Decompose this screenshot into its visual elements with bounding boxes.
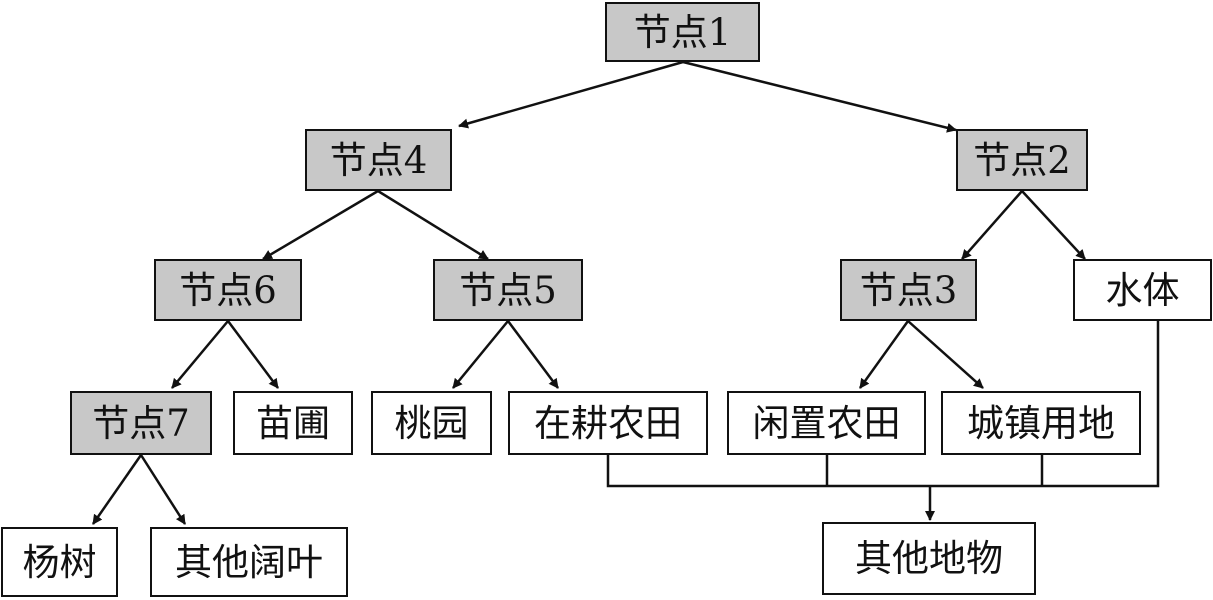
node-water: 水体 [1073,259,1212,321]
node-other: 其他地物 [822,522,1036,595]
node-6: 节点6 [154,259,302,321]
edge-n4-n6 [262,189,379,261]
node-4: 节点4 [305,129,452,191]
node-cultivated: 在耕农田 [508,391,708,455]
edge-n3-idle [858,320,910,389]
edge-n7-broadleaf [139,454,187,525]
node-2: 节点2 [956,129,1088,191]
edge-n2-n3 [961,190,1023,260]
node-idle: 闲置农田 [727,391,926,455]
edge-n2-water [1021,190,1086,260]
connector-merge [606,319,1160,488]
edge-n5-peach [452,320,509,389]
edge-n6-n7 [171,320,229,389]
edge-n6-nursery [226,320,280,389]
edge-n3-urban [907,320,984,389]
node-1: 节点1 [605,2,760,62]
node-nursery: 苗圃 [233,391,353,455]
node-5: 节点5 [433,259,583,321]
node-poplar: 杨树 [1,527,118,597]
node-urban: 城镇用地 [941,391,1141,455]
edge-n5-cultivated [506,320,560,389]
node-7: 节点7 [70,391,212,455]
node-broadleaf: 其他阔叶 [150,527,348,597]
edge-n1-n2 [682,60,957,133]
edge-n7-poplar [91,454,143,525]
node-peach: 桃园 [371,391,492,455]
edge-n1-n4 [458,60,684,129]
node-3: 节点3 [840,259,977,321]
edge-n4-n5 [377,189,489,261]
